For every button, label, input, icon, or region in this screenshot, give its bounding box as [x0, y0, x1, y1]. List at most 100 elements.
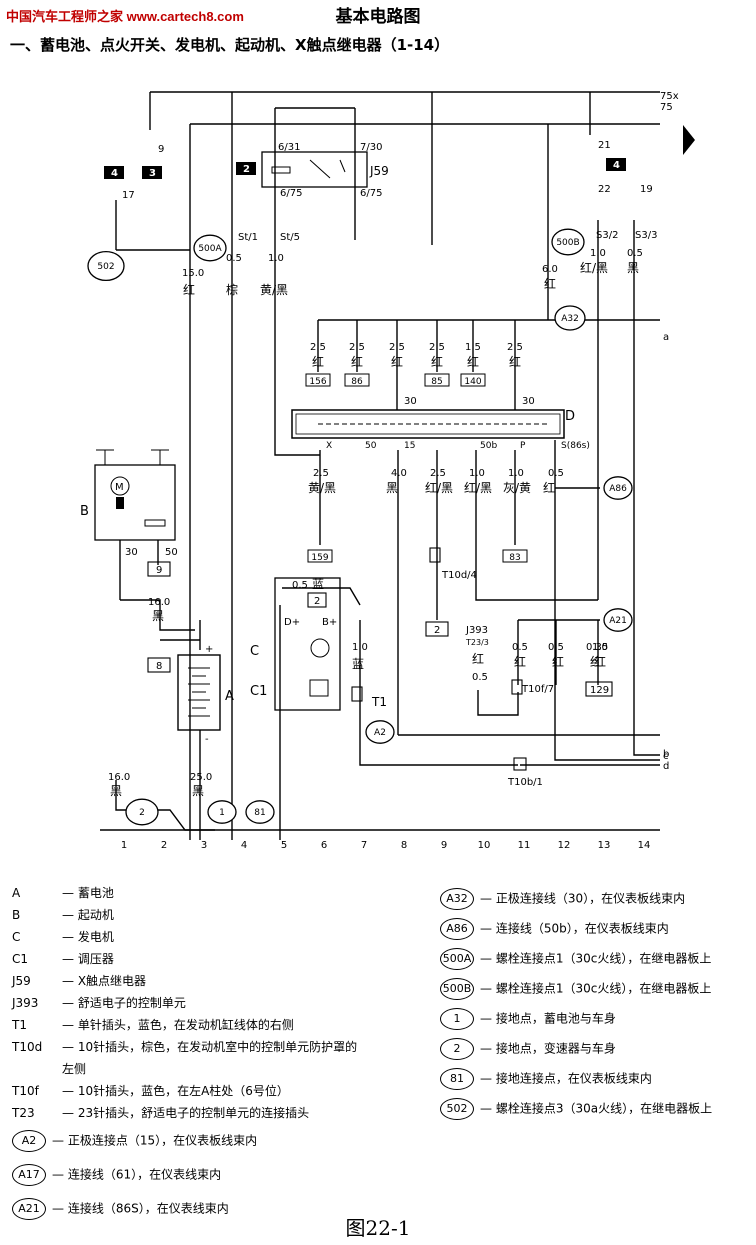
label-c: c [663, 751, 669, 762]
switch-terminal: P [520, 441, 526, 451]
box-2a: 2 [314, 596, 320, 607]
column-number: 13 [598, 840, 611, 851]
wire-7-color: 黑 [152, 609, 164, 623]
page-title: 基本电路图 [335, 7, 421, 27]
relay-j59 [261, 151, 368, 188]
column-number: 11 [518, 840, 531, 851]
switch-wire-color: 黄/黑 [308, 481, 336, 495]
conn-s32: S3/2 [596, 230, 618, 241]
label-d: D [565, 409, 575, 424]
node-a21-label: A21 [609, 616, 627, 626]
legend-text: 左侧 [62, 1062, 87, 1076]
wire-3-color: 黄/黑 [260, 283, 288, 297]
legend-code: J393 [12, 996, 39, 1010]
bus-wire-box [344, 373, 370, 387]
label-minus: - [205, 734, 209, 745]
label-t10d: T10d/4 [441, 570, 477, 581]
label-plus: + [205, 644, 213, 655]
legend-text: — 正极连接线（30），在仪表板线束内 [480, 891, 686, 906]
legend-text: — 连接线（50b），在仪表板线束内 [480, 921, 669, 936]
switch-wire-color: 红/黑 [464, 480, 492, 495]
tab-label: 3 [149, 168, 156, 179]
wire-8-size: 16.0 [108, 772, 130, 783]
legend-text: — 接地点，变速器与车身 [480, 1041, 616, 1056]
switch-wire-box-label: 83 [509, 553, 520, 563]
column-number: 9 [441, 840, 447, 851]
wire-11-color: 蓝 [352, 657, 364, 671]
label-75: 75 [660, 102, 673, 113]
figure-caption: 图22-1 [345, 1216, 411, 1240]
legend-circle: A2 [12, 1130, 46, 1152]
node-n502-label: 502 [97, 262, 114, 272]
label-j59: J59 [369, 164, 389, 178]
legend-text: — 接地连接点，在仪表板线束内 [480, 1071, 652, 1086]
starter-b [94, 450, 176, 541]
legend-code: T1 [12, 1018, 27, 1032]
bus-wire-box-label: 140 [464, 377, 481, 387]
legend-row: T1— 单针插头，蓝色，在发动机缸线体的右侧 [12, 1016, 294, 1033]
legend-text: — 螺栓连接点1（30c火线），在继电器板上 [480, 981, 712, 996]
lower-wire-size: 1.0 [592, 642, 608, 653]
legend-row: T10d— 10针插头，棕色，在发动机室中的控制单元防护罩的 [12, 1038, 357, 1055]
wire-2-color: 棕 [226, 282, 238, 297]
bus-wire-box-label: 156 [309, 377, 326, 387]
legend-row: T23— 23针插头，舒适电子的控制单元的连接插头 [12, 1104, 309, 1121]
conn-9: 9 [158, 144, 164, 155]
conn-19: 19 [640, 184, 653, 195]
column-number: 2 [161, 840, 167, 851]
label-t23: T23/3 [465, 638, 489, 647]
bus-wire-size: 2.5 [389, 342, 405, 353]
switch-wire-size: 1.0 [508, 468, 524, 479]
node-g81-label: 81 [254, 808, 265, 818]
bus-wire-color: 红 [312, 354, 324, 369]
bus-wire-color: 红 [509, 354, 521, 369]
legend-text: — 接地点，蓄电池与车身 [480, 1011, 616, 1026]
legend-row: C1— 调压器 [12, 950, 114, 967]
node-a21 [603, 608, 633, 632]
bus-wire-box [305, 373, 331, 387]
legend-text: — 螺栓连接点3（30a火线），在继电器板上 [480, 1101, 713, 1116]
legend-text: — 连接线（86S），在仪表线束内 [52, 1201, 229, 1216]
column-number: 5 [281, 840, 287, 851]
wire-1-color: 红 [183, 282, 195, 297]
node-n500b-label: 500B [556, 238, 579, 248]
tab-label: 2 [243, 164, 250, 175]
wire-8-color: 黑 [110, 784, 122, 798]
tab-box [142, 166, 162, 179]
node-g2 [125, 798, 159, 826]
legend-row: A2— 正极连接点（15），在仪表板线束内 [12, 1130, 257, 1152]
bus-wire-size: 2.5 [349, 342, 365, 353]
label-dplus: D+ [284, 617, 300, 628]
legend-row: 500A— 螺栓连接点1（30c火线），在继电器板上 [440, 948, 711, 970]
legend-row: 1— 接地点，蓄电池与车身 [440, 1008, 616, 1030]
switch-wire-box [502, 549, 528, 563]
bus-wire-size: 1.5 [465, 342, 481, 353]
lower-wire-color: 红 [590, 654, 602, 669]
legend-code: B [12, 908, 21, 922]
switch-wire-color: 黑 [386, 481, 398, 495]
tab-label: 4 [613, 160, 620, 171]
page-subtitle: 一、蓄电池、点火开关、发电机、起动机、X触点继电器（1-14） [10, 36, 450, 54]
wire-2-size: 0.5 [226, 253, 242, 264]
box-2b: 2 [434, 625, 440, 636]
label-j393-size: 0.5 [472, 672, 488, 683]
wire-10-size: 0.5 [292, 580, 308, 591]
legend-circle: 502 [440, 1098, 474, 1120]
label-m: M [115, 482, 124, 493]
generator-c [274, 577, 341, 711]
legend-row: A32— 正极连接线（30），在仪表板线束内 [440, 888, 685, 910]
legend-text: — 调压器 [62, 952, 114, 966]
label-b: B [80, 504, 89, 519]
wire-10-color: 蓝 [312, 577, 324, 591]
node-n502 [87, 250, 125, 282]
node-a2-label: A2 [374, 728, 386, 738]
relay-730: 7/30 [360, 142, 382, 153]
label-bplus: B+ [322, 617, 337, 628]
bus-wire-box-label: 85 [431, 377, 442, 387]
switch-terminal: S(86s) [561, 441, 590, 451]
column-number: 1 [121, 840, 127, 851]
